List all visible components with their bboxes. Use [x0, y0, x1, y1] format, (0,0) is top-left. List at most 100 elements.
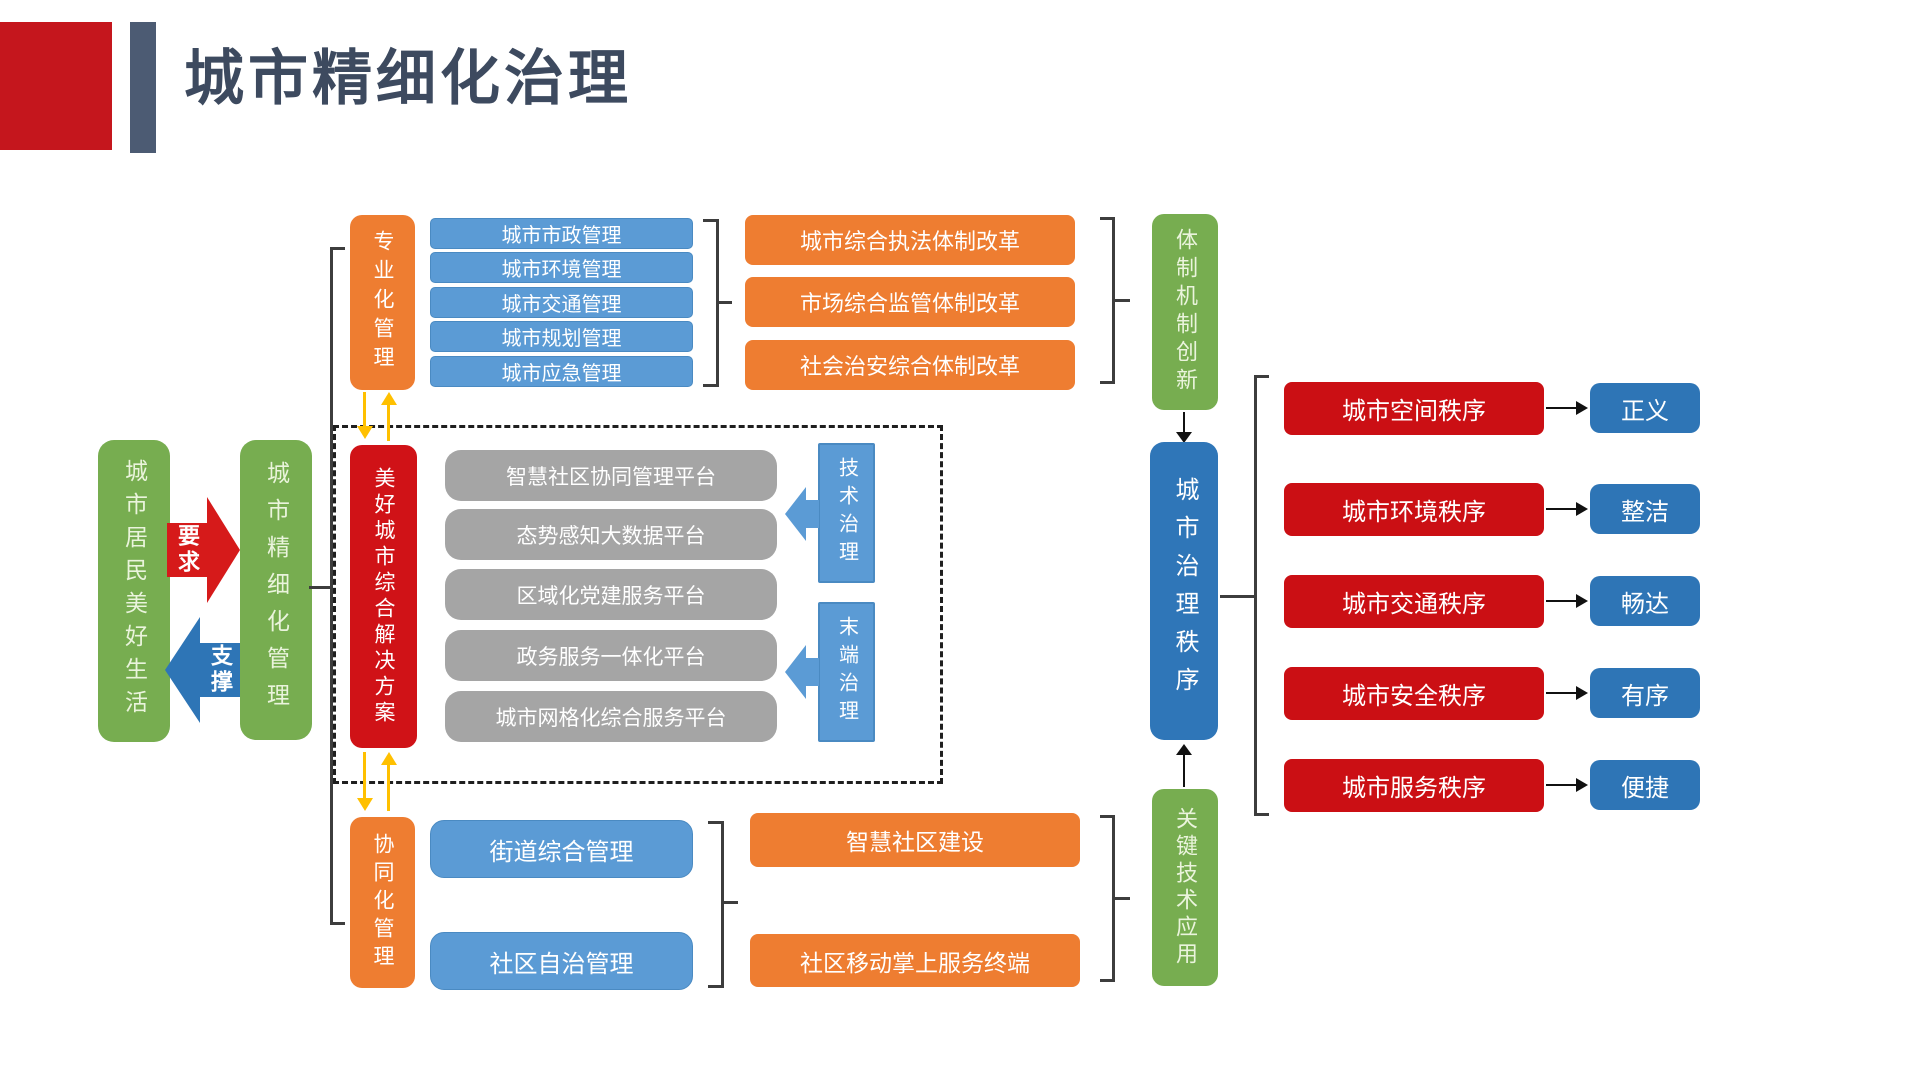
gray-platform-item-1-label: 态势感知大数据平台	[516, 524, 706, 548]
gray-platform-item-1: 态势感知大数据平台	[445, 509, 777, 560]
bottom-orange-item-1-label: 社区移动掌上服务终端	[800, 949, 1030, 976]
gray-platform-item-3: 政务服务一体化平台	[445, 630, 777, 681]
keytech-result-box: 关键技术应用	[1152, 789, 1218, 986]
header-accent-bar	[130, 22, 156, 153]
main-bracket-tick-top	[330, 247, 345, 250]
gray-platform-item-2-label: 区域化党建服务平台	[516, 584, 706, 608]
orders-bracket-tick-bottom	[1254, 813, 1269, 816]
page-title: 城市精细化治理	[184, 45, 632, 112]
top-orange-item-1: 市场综合监管体制改革	[745, 277, 1075, 327]
terminal-governance-arrow-tail	[804, 658, 819, 686]
order-arrow-1-head	[1576, 502, 1588, 516]
bottom-bracket1-tick-bottom	[708, 985, 722, 988]
order-arrow-1-shaft	[1546, 508, 1578, 510]
gray-platform-item-4-label: 城市网格化综合服务平台	[495, 706, 727, 730]
mechanism-result-label: 体制机制创新	[1173, 228, 1198, 396]
top-bracket2-tick-bottom	[1100, 381, 1114, 384]
order-hub-label: 城市治理秩序	[1171, 477, 1198, 705]
order-arrow-0-shaft	[1546, 407, 1578, 409]
residents-box: 城市居民美好生活	[98, 440, 170, 742]
top-yellow-down-head	[357, 426, 373, 439]
keytech-result-label: 关键技术应用	[1173, 806, 1198, 969]
bottom-blue-item-1-label: 社区自治管理	[489, 950, 634, 978]
top-yellow-down-shaft	[363, 392, 366, 428]
professional-category-box: 专业化管理	[350, 215, 415, 390]
gray-platform-item-3-label: 政务服务一体化平台	[516, 645, 706, 669]
main-bracket-tick-mid	[309, 586, 332, 589]
demand-arrow: 要求	[167, 497, 240, 603]
top-bracket1-tick-mid	[716, 301, 732, 304]
order-value-0: 正义	[1590, 383, 1700, 433]
support-arrow-head	[165, 617, 200, 723]
order-value-2-label: 畅达	[1621, 590, 1669, 618]
tech-governance-arrow-head	[785, 487, 806, 541]
top-blue-item-0-label: 城市市政管理	[501, 225, 622, 247]
terminal-governance-box: 末端治理	[818, 602, 875, 742]
order-value-1: 整洁	[1590, 484, 1700, 534]
orders-bracket-vline	[1254, 375, 1257, 816]
top-blue-item-2-label: 城市交通管理	[501, 294, 622, 316]
terminal-governance-label: 末端治理	[835, 616, 858, 728]
solution-category-label: 美好城市综合解决方案	[372, 466, 395, 727]
top-bracket1-tick-bottom	[703, 384, 717, 387]
top-blue-item-1-label: 城市环境管理	[501, 259, 622, 281]
main-bracket-tick-bottom	[330, 922, 345, 925]
order-arrow-3-head	[1576, 686, 1588, 700]
order-value-4: 便捷	[1590, 760, 1700, 810]
top-yellow-up-shaft	[387, 403, 390, 441]
top-blue-item-4-label: 城市应急管理	[501, 363, 622, 385]
order-arrow-2-head	[1576, 594, 1588, 608]
support-arrow-body: 支撑	[200, 643, 240, 697]
top-orange-item-1-label: 市场综合监管体制改革	[799, 291, 1020, 316]
order-item-4: 城市服务秩序	[1284, 759, 1544, 812]
order-arrow-0-head	[1576, 401, 1588, 415]
top-yellow-up-head	[381, 392, 397, 405]
keytech-to-hub-arrow-shaft	[1183, 753, 1185, 787]
order-arrow-4-shaft	[1546, 784, 1578, 786]
order-item-1: 城市环境秩序	[1284, 483, 1544, 536]
top-blue-item-3: 城市规划管理	[430, 321, 693, 352]
bottom-bracket1-vline	[721, 821, 724, 988]
collaborative-category-label: 协同化管理	[371, 832, 394, 973]
bottom-blue-item-0: 街道综合管理	[430, 820, 693, 878]
order-item-4-label: 城市服务秩序	[1342, 775, 1486, 802]
top-blue-item-4: 城市应急管理	[430, 356, 693, 387]
tech-governance-arrow-tail	[804, 500, 819, 528]
order-value-0-label: 正义	[1621, 397, 1669, 425]
top-bracket2-tick-top	[1100, 217, 1114, 220]
order-item-2: 城市交通秩序	[1284, 575, 1544, 628]
top-orange-item-0: 城市综合执法体制改革	[745, 215, 1075, 265]
order-arrow-3-shaft	[1546, 692, 1578, 694]
top-bracket2-tick-mid	[1112, 299, 1130, 302]
top-blue-item-2: 城市交通管理	[430, 287, 693, 318]
support-arrow: 支撑	[165, 617, 240, 723]
gray-platform-item-0-label: 智慧社区协同管理平台	[506, 465, 716, 489]
bottom-yellow-down-head	[357, 798, 373, 811]
order-item-3-label: 城市安全秩序	[1342, 683, 1486, 710]
solution-category-box: 美好城市综合解决方案	[350, 445, 417, 748]
top-blue-item-1: 城市环境管理	[430, 252, 693, 283]
top-blue-item-3-label: 城市规划管理	[501, 328, 622, 350]
order-value-2: 畅达	[1590, 576, 1700, 626]
demand-arrow-head	[207, 497, 240, 603]
order-arrow-4-head	[1576, 778, 1588, 792]
mechanism-result-box: 体制机制创新	[1152, 214, 1218, 410]
order-value-3-label: 有序	[1621, 682, 1669, 710]
top-blue-item-0: 城市市政管理	[430, 218, 693, 249]
bottom-orange-item-0: 智慧社区建设	[750, 813, 1080, 867]
tech-governance-box: 技术治理	[818, 443, 875, 583]
support-arrow-label: 支撑	[208, 644, 233, 696]
keytech-to-hub-arrow-head	[1176, 744, 1192, 755]
mechanism-to-hub-arrow-head	[1176, 432, 1192, 443]
header-red-square	[0, 22, 112, 150]
top-orange-item-2-label: 社会治安综合体制改革	[799, 354, 1020, 379]
management-box-label: 城市精细化管理	[263, 460, 290, 720]
bottom-blue-item-1: 社区自治管理	[430, 932, 693, 990]
orders-bracket-tick-top	[1254, 375, 1269, 378]
gray-platform-item-4: 城市网格化综合服务平台	[445, 691, 777, 742]
tech-governance-label: 技术治理	[835, 457, 858, 569]
gray-platform-item-0: 智慧社区协同管理平台	[445, 450, 777, 501]
collaborative-category-box: 协同化管理	[350, 817, 415, 988]
bottom-bracket1-tick-mid	[721, 901, 738, 904]
